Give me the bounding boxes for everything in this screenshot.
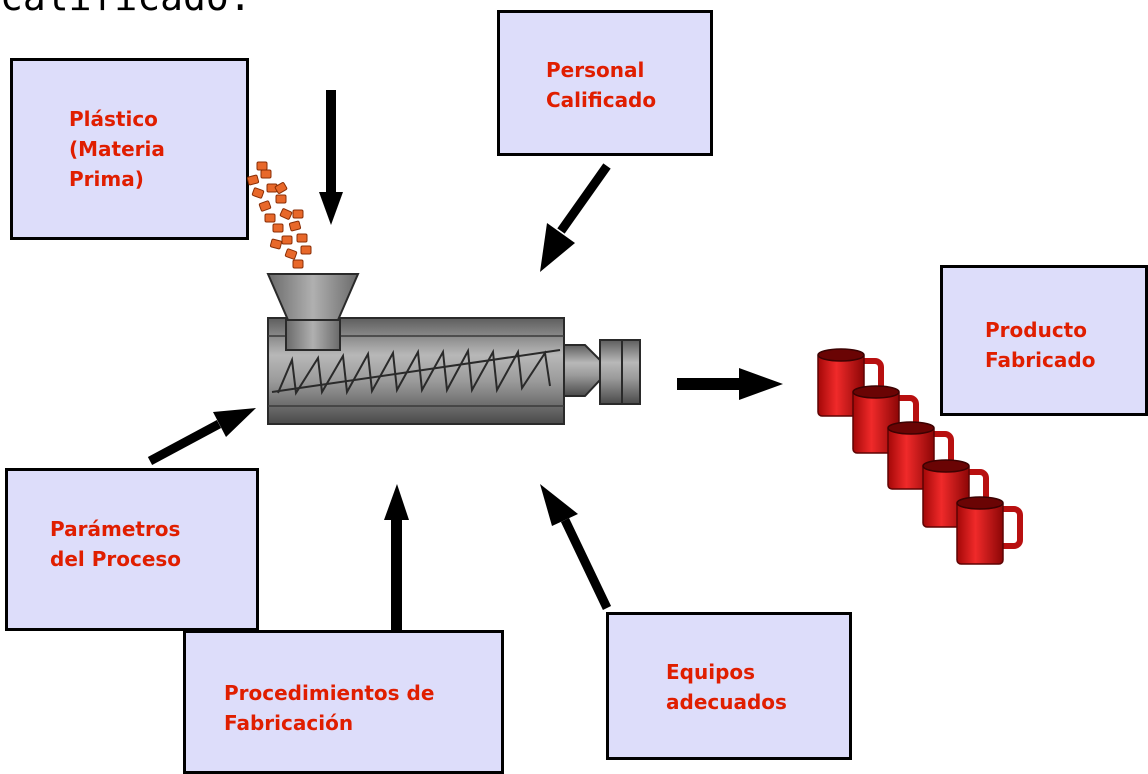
arrows <box>147 90 783 632</box>
box-personal: Personal Calificado <box>497 10 713 156</box>
label-equipos: Equipos adecuados <box>666 660 787 714</box>
box-equipos: Equipos adecuados <box>606 612 852 760</box>
arrow-from-procedimientos <box>384 484 409 632</box>
screw <box>271 347 561 396</box>
box-producto: Producto Fabricado <box>940 265 1148 416</box>
label-personal: Personal Calificado <box>546 58 657 112</box>
arrow-from-plastico <box>319 90 343 225</box>
header-text: calificado. <box>0 0 252 16</box>
mugs <box>818 349 1020 564</box>
label-producto: Producto Fabricado <box>985 318 1096 372</box>
box-parametros: Parámetros del Proceso <box>5 468 259 631</box>
arrow-from-parametros <box>147 408 256 465</box>
plastic-pellets <box>246 161 312 269</box>
label-procedimientos: Procedimientos de Fabricación <box>224 681 435 735</box>
arrow-to-producto <box>677 368 783 400</box>
box-procedimientos: Procedimientos de Fabricación <box>183 630 504 774</box>
box-plastico: Plástico (Materia Prima) <box>10 58 249 240</box>
extruder-machine <box>266 273 641 425</box>
arrow-from-personal <box>540 163 611 272</box>
label-plastico: Plástico (Materia Prima) <box>69 107 165 191</box>
arrow-from-equipos <box>540 484 612 610</box>
label-parametros: Parámetros del Proceso <box>50 517 182 571</box>
